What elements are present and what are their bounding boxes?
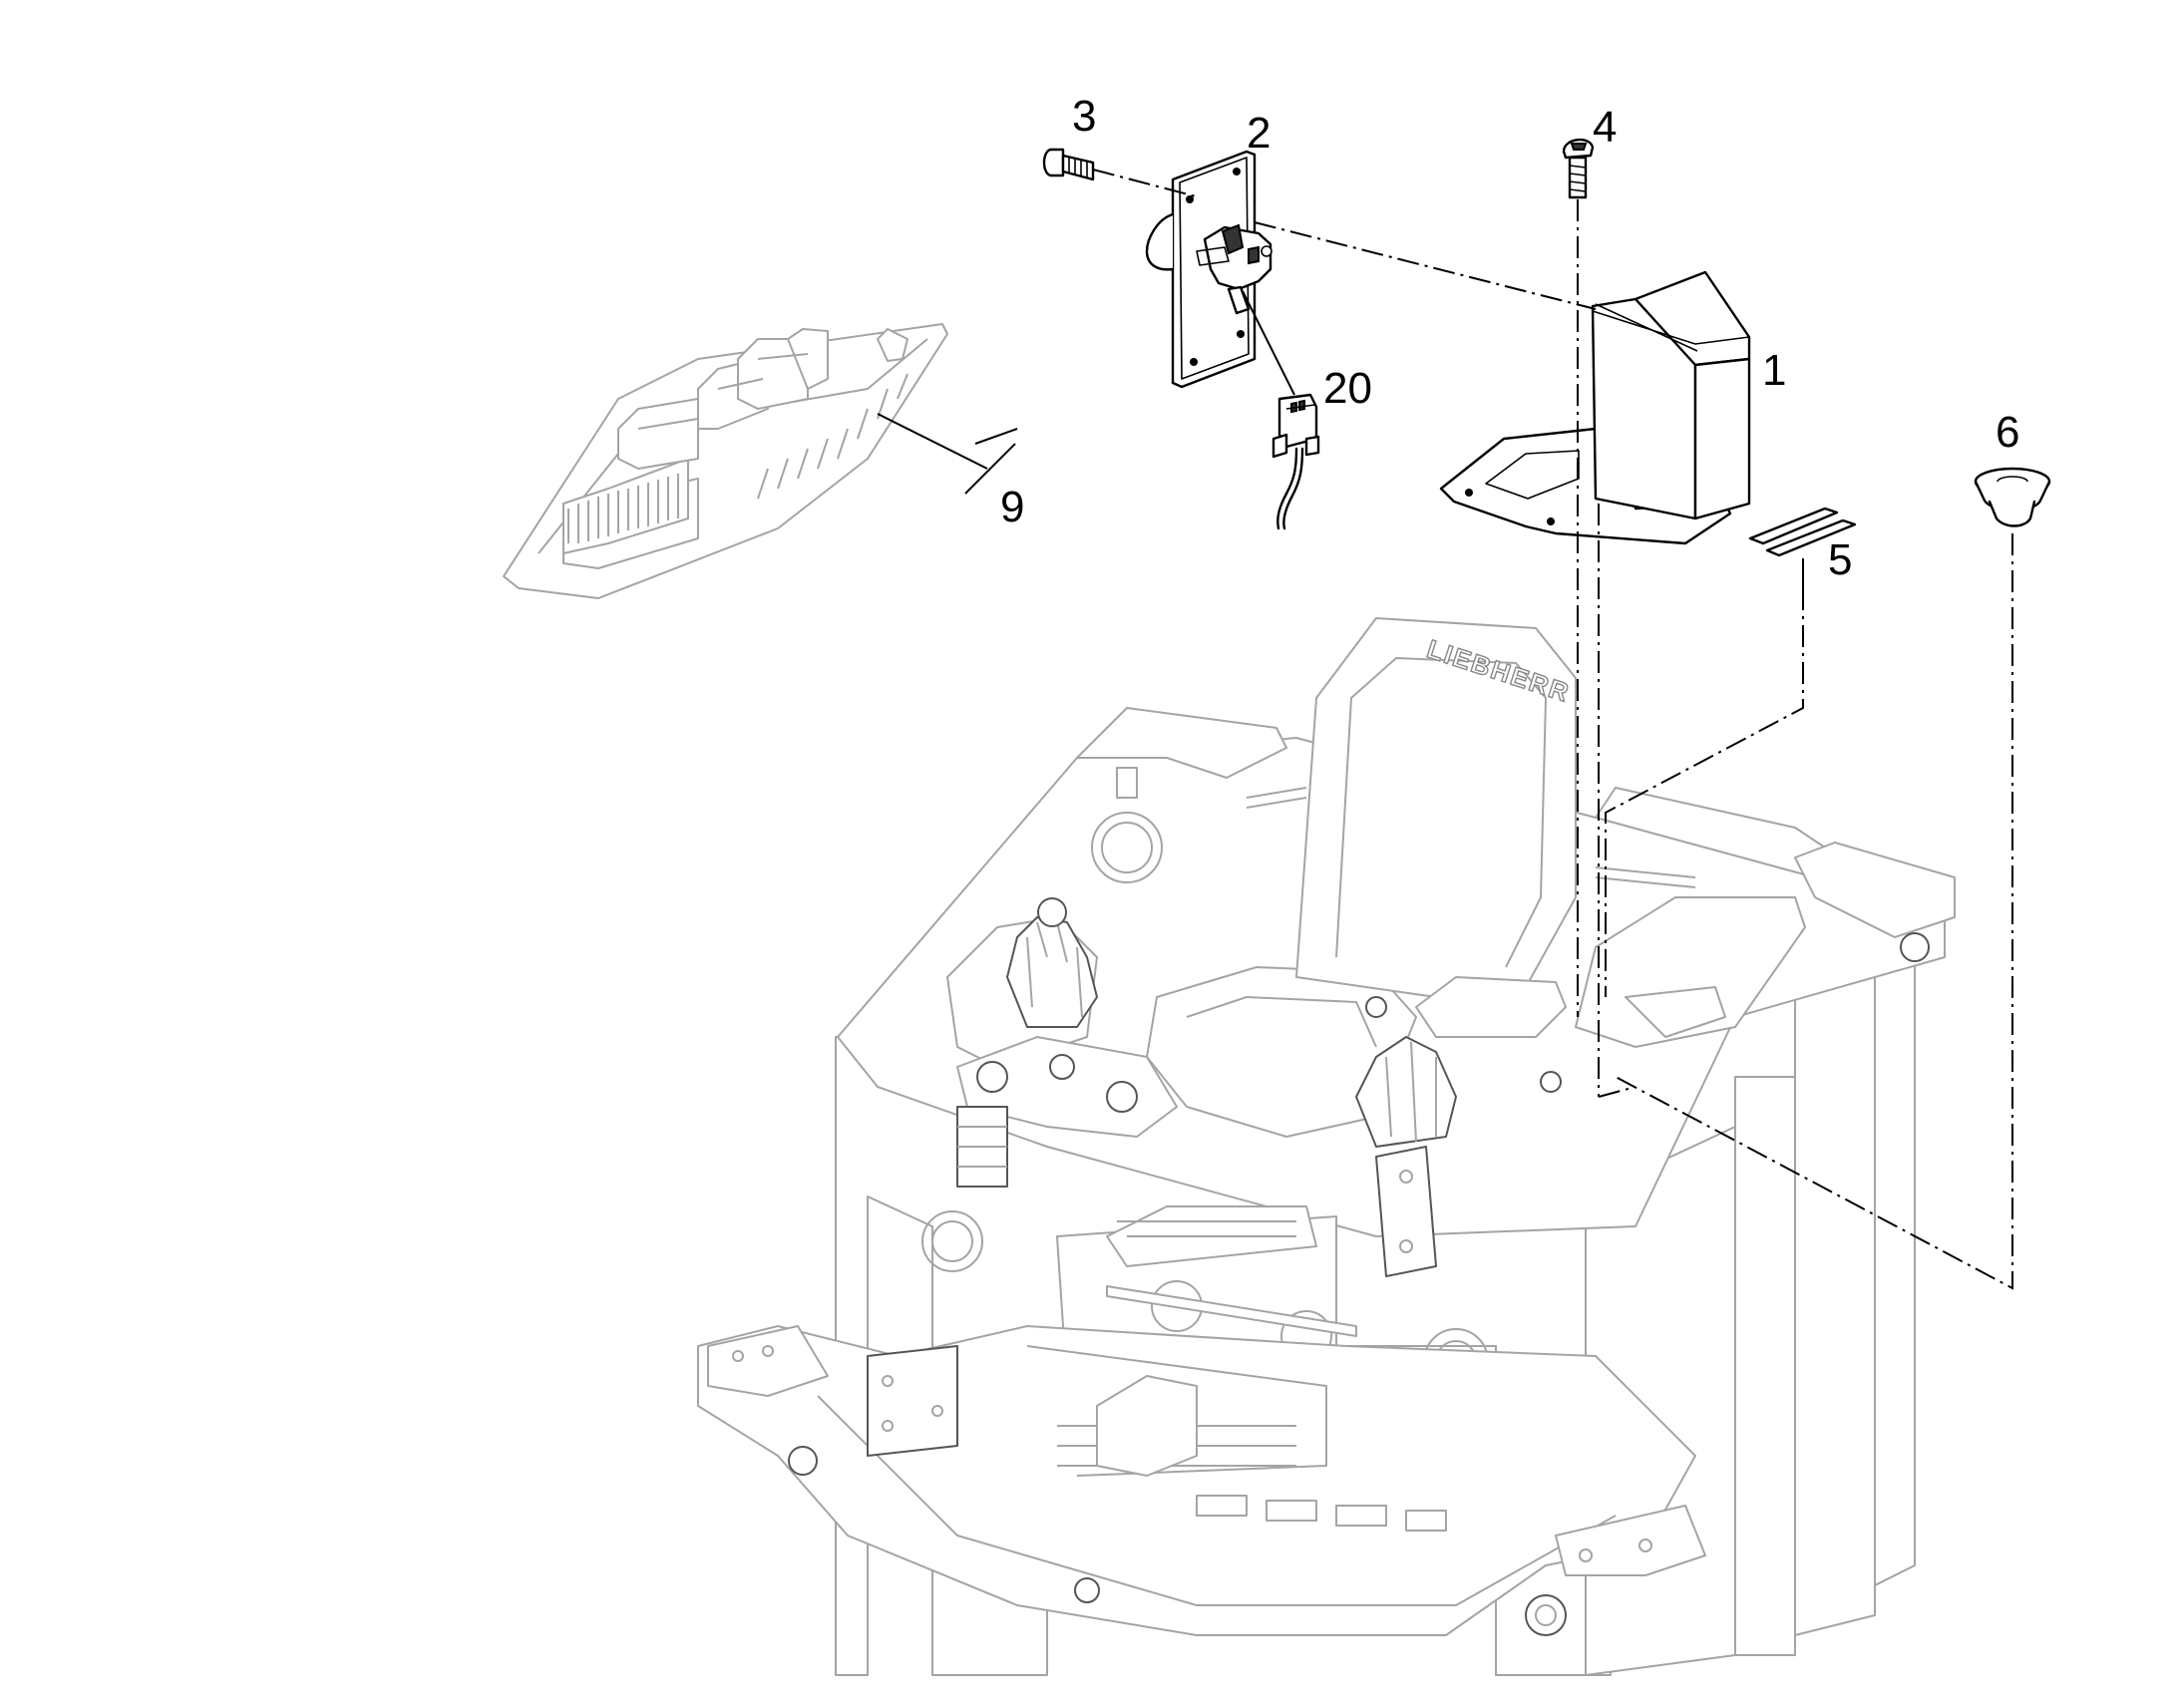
callout-9: 9 <box>1000 483 1025 531</box>
callout-20: 20 <box>1323 364 1372 413</box>
callout-3: 3 <box>1072 92 1097 141</box>
bolt-part-3 <box>1042 148 1095 181</box>
callout-1: 1 <box>1762 346 1787 395</box>
switch-plate-part-2 <box>1145 150 1272 389</box>
operator-cab-frame: LIEBHERR <box>697 617 1956 1676</box>
callout-6: 6 <box>1996 408 2020 457</box>
strip-part-5 <box>1748 507 1857 557</box>
electronics-module-part-9 <box>503 323 948 599</box>
screw-part-4 <box>1562 139 1595 199</box>
callout-2: 2 <box>1247 109 1272 158</box>
callout-5: 5 <box>1828 535 1853 584</box>
assembly-leader-lines <box>877 169 2013 1290</box>
bracket-part-1 <box>1439 270 1751 545</box>
connector-part-20 <box>1242 290 1320 530</box>
grommet-part-6 <box>1974 467 2051 527</box>
callout-4: 4 <box>1593 103 1618 152</box>
